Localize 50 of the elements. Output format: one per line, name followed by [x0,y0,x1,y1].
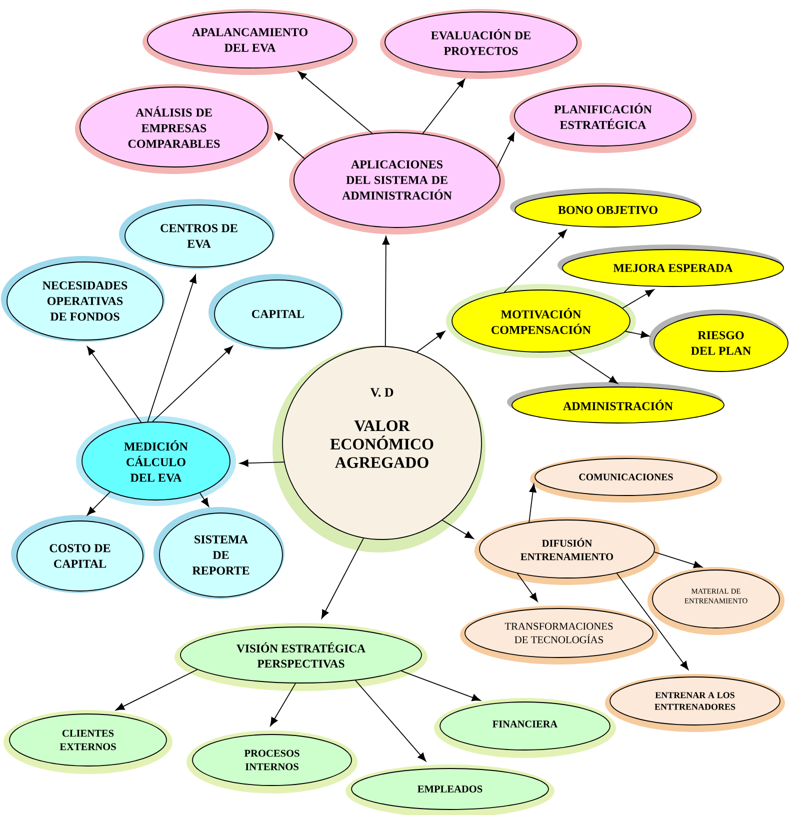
arrow [622,289,654,309]
concept-oval: PLANIFICACIÓN ESTRATÉGICA [510,83,696,153]
arrow [416,331,446,353]
concept-oval: BONO OBJETIVO [510,188,702,228]
arrow [199,492,210,507]
arrow [625,330,650,338]
arrow [400,670,481,702]
arrow [516,572,538,602]
arrow [240,459,284,467]
arrow [86,346,142,423]
concept-oval: COSTO DE CAPITAL [11,515,145,593]
concept-oval: CAPITAL [208,274,344,350]
arrow [568,350,618,384]
arrow [355,680,426,762]
concept-oval: APLICACIONES DEL SISTEMA DE ADMINISTRACIÓN [289,130,505,234]
arrow [616,572,689,670]
concept-oval: TRANSFORMACIONES DE TECNOLOGÍAS [460,606,658,664]
concept-oval: FINANCIERA [434,698,616,758]
concept-oval: ADMINISTRACIÓN [507,382,724,424]
concept-oval: MEDICIÓN CÁLCULO DEL EVA [76,416,236,506]
concept-oval: MEJORA ESPERADA [558,244,784,287]
concept-oval: ENTRENAR A LOS ENTTRENADORES [605,674,785,732]
concept-oval: MOTIVACIÓN COMPENSACIÓN [446,284,636,358]
concept-oval: COMUNICACIONES [530,456,722,502]
concept-oval: RIESGO DEL PLAN [649,310,788,372]
concept-oval: CLIENTES EXTERNOS [4,710,172,774]
arrow [654,552,702,568]
arrow [274,132,305,160]
arrow [504,230,567,293]
arrow [528,484,536,523]
concept-oval: VISIÓN ESTRATÉGICA PERSPECTIVAS [174,623,428,691]
concept-oval: ANÁLISIS DE EMPRESAS COMPARABLES [75,84,273,174]
arrow [86,492,110,516]
concept-oval: DIFUSIÓN ENTRENAMIENTO [474,517,660,585]
concept-oval: NECESIDADES OPERATIVAS DE FONDOS [1,256,165,342]
arrow [382,236,390,347]
arrow [422,78,466,134]
arrow [496,132,515,168]
arrow [116,669,198,710]
concept-oval: EVALUACIÓN DE PROYECTOS [380,9,582,79]
arrow [442,520,474,539]
concept-oval: CENTROS DE EVA [119,199,275,269]
arrow [147,274,197,422]
concept-oval: APALANCAMIENTO DEL EVA [142,9,358,75]
arrow [152,346,233,422]
arrow [321,538,364,619]
arrow [270,682,296,726]
concept-oval: PROCESOS INTERNOS [186,730,358,794]
concept-oval: SISTEMA DE REPORTE [154,507,284,599]
arrow [298,71,373,134]
